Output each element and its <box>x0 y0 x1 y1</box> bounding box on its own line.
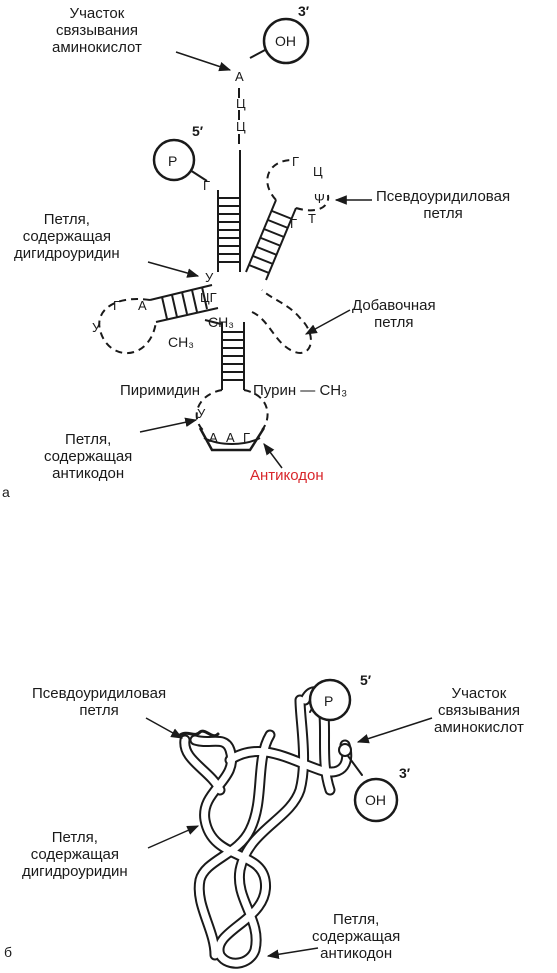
pseudouridine-loop-label-a: Псевдоуридиловая петля <box>376 188 511 222</box>
arrows-a <box>139 51 372 469</box>
p-circle <box>152 138 196 182</box>
svg-text:А: А <box>209 430 218 445</box>
svg-text:Т: Т <box>308 211 316 226</box>
svg-text:У: У <box>205 270 214 285</box>
svg-text:А: А <box>138 298 147 313</box>
acceptor-stem-rungs <box>218 197 240 263</box>
p-circle-b <box>308 678 352 722</box>
anticodon-loop-label-b: Петля, содержащая антикодон <box>312 911 401 962</box>
svg-text:А: А <box>226 430 235 445</box>
oh-circle <box>262 17 310 65</box>
svg-text:Ц: Ц <box>236 96 246 111</box>
panel-b-circles <box>308 678 399 823</box>
svg-text:Ц: Ц <box>236 119 246 134</box>
t-loop <box>266 159 330 212</box>
arrows-b <box>145 717 433 960</box>
amino-site-label-a: Участок связывания аминокислот <box>52 5 142 56</box>
d-stem-rungs <box>161 286 208 320</box>
svg-text:P: P <box>168 153 177 169</box>
svg-text:Ц: Ц <box>313 164 323 179</box>
d-loop <box>98 298 157 355</box>
svg-text:Г: Г <box>203 178 210 193</box>
svg-text:P: P <box>324 693 333 709</box>
svg-text:OH: OH <box>365 792 386 808</box>
svg-text:CH₃: CH₃ <box>168 334 194 350</box>
svg-text:CH₃: CH₃ <box>208 314 234 330</box>
pseudouridine-loop-label-b: Псевдоуридиловая петля <box>32 685 167 719</box>
anticodon-label: Антикодон <box>250 467 324 484</box>
svg-text:Г: Г <box>292 154 299 169</box>
anticodon-stem-rungs <box>222 331 244 381</box>
anticodon-loop-label-a: Петля, содержащая антикодон <box>44 431 133 482</box>
base-letters-a: А Ц Ц Г Г Ц Ψ Г Т У Г А У ЦГ У А А Г OH … <box>92 3 325 445</box>
svg-text:У: У <box>197 406 206 421</box>
svg-text:5′: 5′ <box>192 123 204 139</box>
amino-site-label-b: Участок связывания аминокислот <box>434 685 524 736</box>
panel-letter-b: б <box>4 944 13 960</box>
extra-loop-label-a: Добавочная петля <box>352 297 436 331</box>
purine-label: Пурин — CH₃ <box>253 382 348 399</box>
svg-text:Г: Г <box>113 298 120 313</box>
t-stem-rungs <box>248 210 293 274</box>
dihydrouridine-loop-label-a: Петля, содержащая дигидроуридин <box>14 211 120 262</box>
svg-text:ЦГ: ЦГ <box>200 290 217 305</box>
extra-loop <box>251 289 312 354</box>
svg-text:5′: 5′ <box>360 672 372 688</box>
svg-text:3′: 3′ <box>298 3 310 19</box>
panel-letter-a: а <box>2 484 10 500</box>
oh-circle-b <box>353 777 399 823</box>
svg-text:3′: 3′ <box>399 765 411 781</box>
cloverleaf-diagram <box>98 17 330 452</box>
svg-text:У: У <box>92 320 101 335</box>
svg-text:Ψ: Ψ <box>314 191 325 206</box>
svg-text:А: А <box>235 69 244 84</box>
dihydrouridine-loop-label-b: Петля, содержащая дигидроуридин <box>22 829 128 880</box>
svg-text:OH: OH <box>275 33 296 49</box>
svg-text:Г: Г <box>290 216 297 231</box>
pyrimidine-label: Пиримидин <box>120 382 200 399</box>
svg-text:Г: Г <box>243 430 250 445</box>
